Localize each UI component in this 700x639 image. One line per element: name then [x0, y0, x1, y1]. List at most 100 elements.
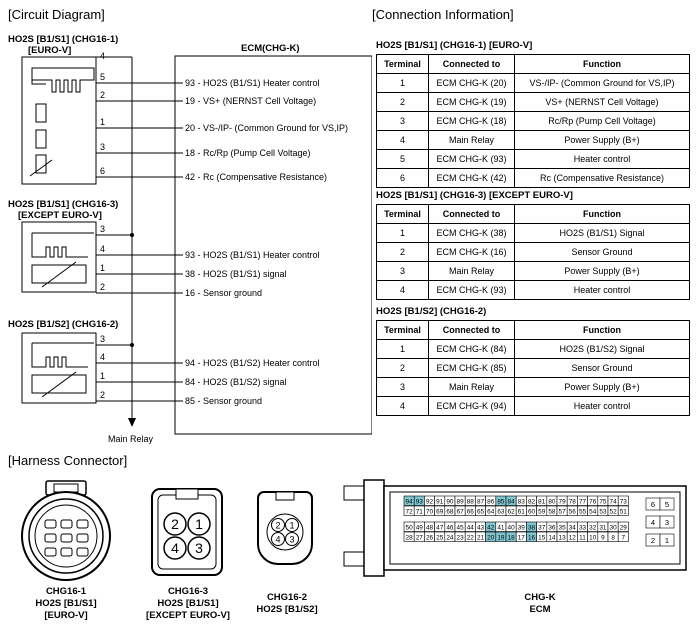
ecm-pin-label: 54 — [589, 508, 597, 515]
ecm-pin-label: 67 — [457, 508, 465, 515]
ecm-pin-label: 14 — [548, 534, 556, 541]
ecm-pin-label: 70 — [426, 508, 434, 515]
ecm-pin-label: 64 — [487, 508, 495, 515]
ecm-pin-label: 94 — [406, 498, 414, 505]
ecm-pin-label: 91 — [436, 498, 444, 505]
ecm-pin-label: 87 — [477, 498, 485, 505]
ecm-pin-label: 82 — [528, 498, 536, 505]
ecm-pin-label: 20 — [487, 534, 495, 541]
ecm-pin-label: 62 — [508, 508, 516, 515]
ecm-pin-label: 2 — [651, 536, 655, 545]
sensor1-title: HO2S [B1/S1] (CHG16-1) — [8, 34, 119, 45]
ecm-pin-label: 13 — [559, 534, 567, 541]
ecm-pin-label: 1 — [665, 536, 669, 545]
ecm-pin-label: 17 — [518, 534, 526, 541]
pin-label: 2 — [100, 90, 106, 100]
ecm-pin-label: 73 — [620, 498, 628, 505]
ecm-pin-label: 42 — [487, 524, 495, 531]
ecm-signal: 93 - HO2S (B1/S1) Heater control — [185, 250, 320, 260]
ecm-pin-label: 3 — [665, 518, 669, 527]
ecm-pin-label: 61 — [518, 508, 526, 515]
ecm-pin-label: 10 — [589, 534, 597, 541]
ecm-signal: 16 - Sensor ground — [185, 288, 263, 298]
ecm-pin-label: 37 — [538, 524, 546, 531]
ecm-pin-label: 93 — [416, 498, 424, 505]
ecm-title: ECM(CHG-K) — [241, 43, 300, 54]
ecm-pin-label: 31 — [599, 524, 607, 531]
table-header: Function — [514, 204, 690, 224]
table-header: Function — [514, 320, 690, 340]
table-header: Connected to — [428, 204, 515, 224]
ecm-pin-label: 78 — [569, 498, 577, 505]
ecm-pin-label: 79 — [559, 498, 567, 505]
ecm-pin-label: 85 — [497, 498, 505, 505]
pin-label: 4 — [171, 540, 179, 556]
ecm-pin-label: 7 — [622, 534, 626, 541]
ecm-pin-label: 38 — [528, 524, 536, 531]
ecm-pin-label: 89 — [457, 498, 465, 505]
ecm-pin-label: 56 — [569, 508, 577, 515]
ecm-signal: 93 - HO2S (B1/S1) Heater control — [185, 78, 320, 88]
circuit-diagram — [21, 55, 372, 435]
ecm-pin-label: 33 — [579, 524, 587, 531]
ecm-pin-cell — [659, 533, 675, 547]
ecm-pin-label: 53 — [599, 508, 607, 515]
harness-connector-heading: [Harness Connector] — [8, 453, 128, 468]
table1-title: HO2S [B1/S1] (CHG16-1) [EURO-V] — [376, 40, 533, 51]
ecm-pin-label: 27 — [416, 534, 424, 541]
ecm-pin-cell — [617, 531, 629, 542]
ecm-pin-label: 55 — [579, 508, 587, 515]
ecm-pin-label: 23 — [457, 534, 465, 541]
ecm-pin-label: 36 — [548, 524, 556, 531]
pin-label: 1 — [289, 521, 294, 531]
table-header: Terminal — [376, 54, 429, 74]
ecm-pin-label: 65 — [477, 508, 485, 515]
ecm-pin-label: 22 — [467, 534, 475, 541]
circuit-diagram-heading: [Circuit Diagram] — [8, 7, 105, 22]
ecm-pin-label: 44 — [467, 524, 475, 531]
ecm-pin-label: 16 — [528, 534, 536, 541]
ecm-pin-label: 26 — [426, 534, 434, 541]
ecm-pin-cell — [659, 497, 675, 511]
pin-label: 4 — [100, 51, 106, 61]
pin-label: 1 — [100, 117, 106, 127]
ecm-box — [174, 55, 372, 435]
ecm-pin-label: 34 — [569, 524, 577, 531]
pin-label: 3 — [195, 540, 203, 556]
ecm-pin-label: 21 — [477, 534, 485, 541]
ecm-pin-cell — [617, 495, 629, 506]
sensor2-title: HO2S [B1/S1] (CHG16-3) — [8, 199, 119, 210]
ecm-pin-label: 83 — [518, 498, 526, 505]
table-header: Function — [514, 54, 690, 74]
pin-label: 2 — [275, 521, 280, 531]
ecm-signal: 84 - HO2S (B1/S2) signal — [185, 377, 287, 387]
table-header: Connected to — [428, 320, 515, 340]
ecm-pin-label: 58 — [548, 508, 556, 515]
main-relay-label: Main Relay — [108, 434, 154, 444]
ecm-pin-label: 43 — [477, 524, 485, 531]
ecm-pin-label: 24 — [446, 534, 454, 541]
ecm-pin-label: 60 — [528, 508, 536, 515]
ecm-pin-label: 46 — [446, 524, 454, 531]
main-relay-arrow-icon — [128, 418, 136, 427]
pin-label: 2 — [171, 516, 179, 532]
ecm-pin-label: 50 — [406, 524, 414, 531]
ecm-signal: 19 - VS+ (NERNST Cell Voltage) — [185, 96, 317, 106]
ecm-pin-label: 18 — [508, 534, 516, 541]
ecm-pin-label: 48 — [426, 524, 434, 531]
ecm-pin-label: 92 — [426, 498, 434, 505]
pin-label: 1 — [100, 371, 106, 381]
